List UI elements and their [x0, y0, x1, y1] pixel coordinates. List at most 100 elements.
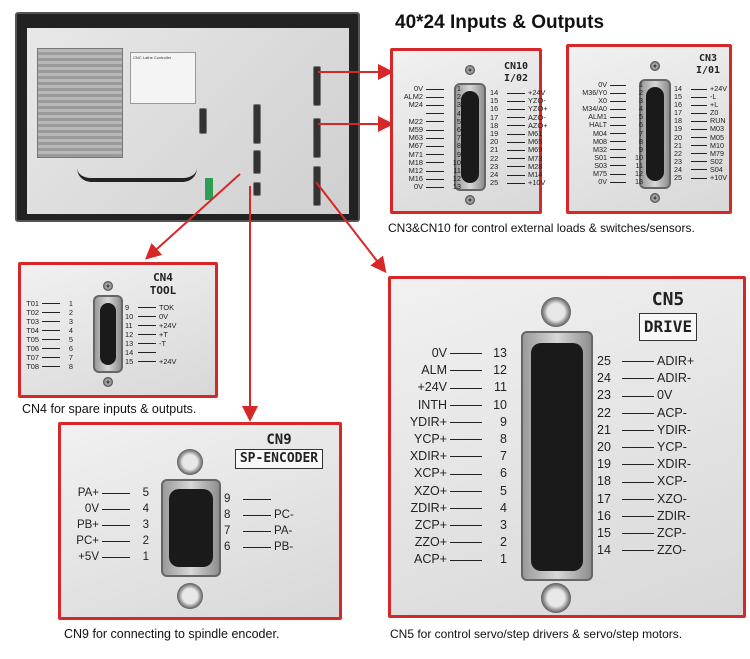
cn3-top-screw — [650, 61, 660, 71]
cn4-pin-dash — [138, 361, 156, 362]
cn9-title: CN9 — [266, 432, 292, 448]
cn10-pin-dash — [507, 125, 525, 127]
cn3-pin-signal: 0V — [598, 80, 607, 89]
cn3-pin-signal: S02 — [710, 156, 723, 166]
cn3-pin-dash — [691, 112, 707, 114]
cn9-pin-number: 4 — [142, 503, 149, 515]
cn9-caption: CN9 for connecting to spindle encoder. — [64, 627, 280, 641]
cn4-pin-number: 4 — [68, 326, 73, 335]
cn3-db25-connector — [639, 79, 671, 189]
cn4-pin-row: 15+24V — [125, 357, 177, 366]
cn4-pin-signal: +24V — [159, 357, 177, 366]
cn9-top-screw — [177, 449, 203, 475]
cn5-pin-dash — [450, 542, 482, 544]
cn5-pin-dash — [622, 378, 654, 380]
cn3-title: CN3 — [698, 53, 718, 64]
cn4-pin-row: 13-T — [125, 339, 175, 348]
cn10-pin-signal: M65 — [528, 137, 543, 147]
cn5-pin-signal: ZZO+ — [414, 535, 447, 550]
mini-connector-cn3 — [313, 118, 321, 158]
cn5-pin-row: ACP+1 — [393, 551, 507, 568]
cn5-pin-dash — [450, 353, 482, 355]
cn10-pin-dash — [507, 92, 525, 94]
cn10-pin-number: 7 — [456, 133, 461, 143]
cn4-pin-number: 14 — [125, 348, 134, 357]
cn5-pin-signal: ZDIR- — [657, 508, 691, 523]
cn10-pin-dash — [507, 141, 525, 143]
cn10-pin-number: 22 — [490, 153, 499, 163]
cn3-pin-signal: +10V — [710, 173, 727, 183]
cn5-pin-number: 24 — [597, 371, 611, 386]
cn5-pin-row: XZO+5 — [393, 483, 507, 500]
cn3-pin-number: 17 — [674, 108, 682, 118]
cn3-subtitle: I/01 — [695, 65, 721, 76]
cn5-pin-signal: XCP- — [657, 474, 687, 489]
cn10-pin-signal: YZO- — [528, 96, 546, 106]
cn5-pin-row: YDIR+9 — [393, 414, 507, 431]
cn4-pin-dash — [42, 321, 60, 322]
cn5-pin-signal: XDIR- — [657, 457, 692, 472]
spec-plate-title: CNC Lathe Controller — [133, 55, 172, 60]
cn5-pin-number: 17 — [597, 491, 611, 506]
cn5-pin-dash — [622, 395, 654, 397]
cn4-pin-number: 12 — [125, 330, 134, 339]
cn5-top-screw — [541, 297, 571, 327]
cn10-pin-signal: M28 — [528, 161, 543, 171]
cn4-subtitle: TOOL — [149, 284, 177, 297]
cn5-pin-dash — [450, 473, 482, 475]
cn5-pin-number: 8 — [500, 432, 507, 447]
cn10-pin-dash — [426, 146, 444, 148]
cn5-pin-row: ZCP+3 — [393, 517, 507, 534]
cn3-pin-number: 16 — [674, 100, 682, 110]
cn4-pin-dash — [42, 312, 60, 313]
cn9-pin-signal: PB+ — [76, 519, 99, 531]
cn10-pin-number: 13 — [452, 182, 461, 192]
cn10-pin-number: 11 — [453, 166, 461, 176]
cn10-pin-number: 25 — [490, 178, 499, 188]
cn3-pin-number: 20 — [674, 132, 682, 142]
cn10-pin-number: 6 — [456, 125, 461, 135]
cn5-pin-dash — [450, 387, 482, 389]
cn10-pin-dash — [426, 96, 444, 98]
cn9-pin-number: 2 — [142, 535, 149, 547]
cn4-pin-dash — [42, 339, 60, 340]
cn10-pin-number: 5 — [456, 116, 461, 126]
cn3-pin-dash — [610, 92, 626, 94]
cn4-pin-dash — [42, 357, 60, 358]
cn3-pin-dash — [691, 129, 707, 131]
cn10-pin-signal: M71 — [408, 149, 423, 159]
cn5-pin-number: 5 — [500, 483, 507, 498]
cn4-pin-signal: TOK — [159, 303, 175, 312]
cn9-pin-number: 9 — [224, 493, 231, 505]
cn3-pin-number: 25 — [674, 173, 682, 183]
power-cable — [77, 168, 197, 182]
cn9-pin-dash — [243, 546, 271, 548]
cn3-bottom-screw — [650, 193, 660, 203]
cn10-pin-number: 20 — [490, 137, 499, 147]
cn3-pin-number: 18 — [674, 116, 682, 126]
cn9-pin-number: 1 — [142, 551, 149, 563]
cn10-pin-dash — [426, 178, 444, 180]
cn5-pin-signal: YCP- — [657, 440, 687, 455]
cn10-pin-dash — [507, 117, 525, 119]
cn4-pin-dash — [42, 366, 60, 367]
